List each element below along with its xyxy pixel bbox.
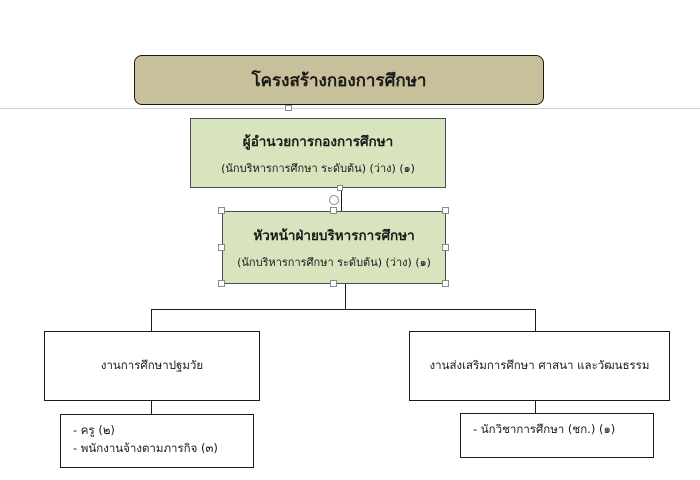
division-head-box[interactable]: หัวหน้าฝ่ายบริหารการศึกษา (นักบริหารการศ… [222, 211, 446, 284]
resize-handle-middle-left[interactable] [218, 244, 225, 251]
staff-item: - พนักงานจ้างตามภารกิจ (๓) [73, 441, 218, 455]
connector-branch-horizontal [151, 309, 535, 310]
resize-handle-top-right[interactable] [442, 207, 449, 214]
unit-early-childhood-name: งานการศึกษาปฐมวัย [100, 358, 204, 372]
resize-handle-bottom-left[interactable] [218, 280, 225, 287]
resize-handle-top-middle[interactable] [330, 207, 337, 214]
guide-line [0, 108, 700, 109]
director-title: ผู้อำนวยการกองการศึกษา [242, 133, 394, 150]
unit-education-promotion-name: งานส่งเสริมการศึกษา ศาสนา และวัฒนธรรม [429, 358, 650, 372]
connector-branch-left [151, 309, 152, 331]
unit-early-childhood-box[interactable]: งานการศึกษาปฐมวัย [44, 331, 260, 401]
resize-handle-director-bottom[interactable] [337, 185, 343, 191]
connector-branch-right [535, 309, 536, 331]
chart-title-box[interactable]: โครงสร้างกองการศึกษา [134, 55, 544, 105]
division-head-subtitle: (นักบริหารการศึกษา ระดับต้น) (ว่าง) (๑) [237, 256, 431, 269]
rotate-handle-icon[interactable] [329, 195, 339, 205]
unit-education-promotion-box[interactable]: งานส่งเสริมการศึกษา ศาสนา และวัฒนธรรม [409, 331, 670, 401]
director-subtitle: (นักบริหารการศึกษา ระดับต้น) (ว่าง) (๑) [221, 161, 415, 175]
connector-head-down [345, 284, 346, 309]
resize-handle-top-left[interactable] [218, 207, 225, 214]
connector-unit1-staff [151, 401, 152, 414]
chart-title: โครงสร้างกองการศึกษา [251, 70, 427, 91]
unit-early-childhood-staff-box[interactable]: - ครู (๒) - พนักงานจ้างตามภารกิจ (๓) [60, 414, 254, 468]
resize-handle-title-bottom[interactable] [285, 105, 292, 111]
connector-director-head [341, 188, 342, 211]
resize-handle-bottom-right[interactable] [442, 280, 449, 287]
connector-unit2-staff [535, 401, 536, 413]
director-box[interactable]: ผู้อำนวยการกองการศึกษา (นักบริหารการศึกษ… [190, 118, 446, 188]
staff-item: - นักวิชาการศึกษา (ชก.) (๑) [473, 422, 616, 436]
unit-education-promotion-staff-box[interactable]: - นักวิชาการศึกษา (ชก.) (๑) [460, 413, 654, 458]
resize-handle-middle-right[interactable] [442, 244, 449, 251]
staff-item: - ครู (๒) [73, 423, 115, 437]
resize-handle-bottom-middle[interactable] [330, 280, 337, 287]
division-head-title: หัวหน้าฝ่ายบริหารการศึกษา [253, 228, 415, 244]
